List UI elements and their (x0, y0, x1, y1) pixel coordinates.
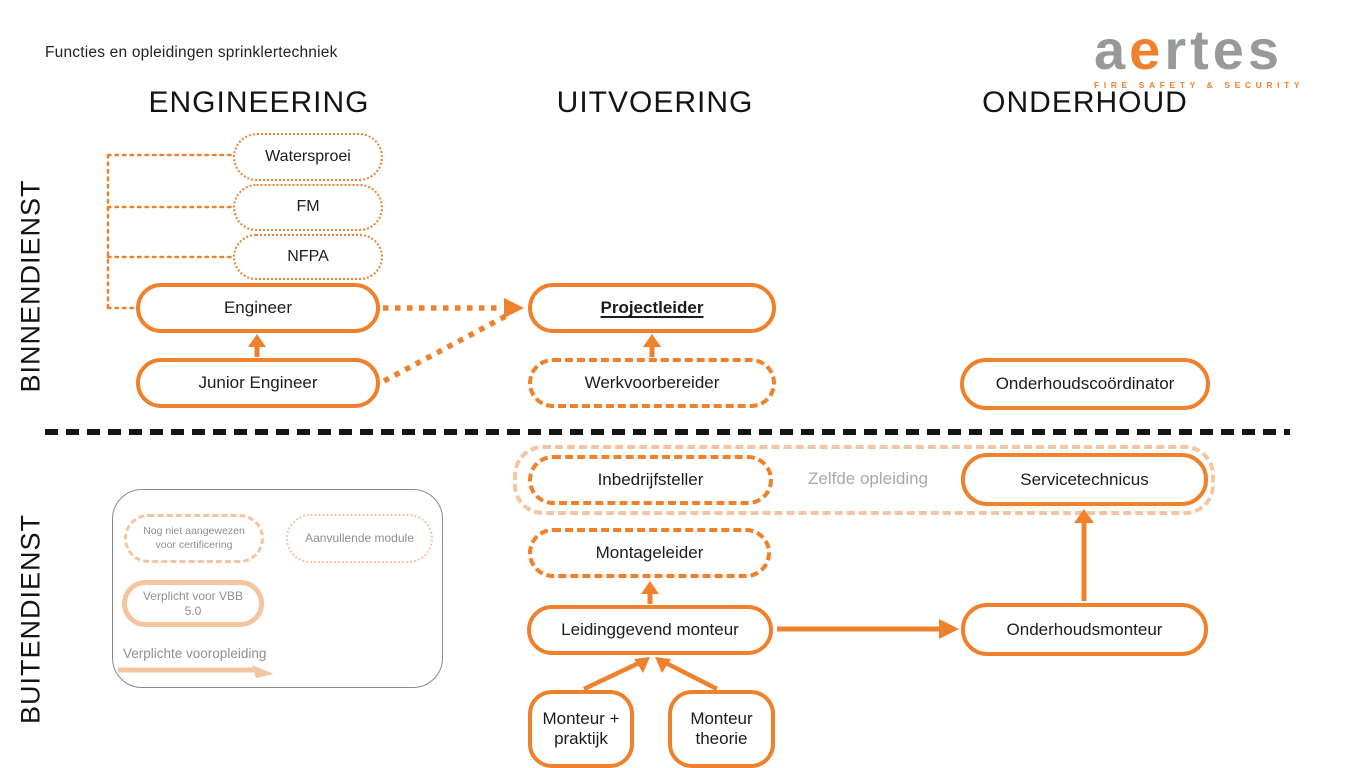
node-onderhoudsmonteur: Onderhoudsmonteur (961, 603, 1208, 656)
logo-letters: rtes (1164, 18, 1284, 81)
logo-letter: a (1094, 18, 1130, 81)
legend-box: Nog niet aangewezen voor certificering A… (112, 489, 443, 688)
arrow-leidinggevend-to-onderhoudsmonteur (777, 619, 959, 639)
module-bracket-dotted-lines (106, 153, 233, 310)
node-junior-engineer: Junior Engineer (136, 358, 380, 408)
node-nfpa: NFPA (233, 234, 383, 280)
legend-item-additional-module: Aanvullende module (286, 514, 433, 563)
arrow-junior-to-projectleider (382, 313, 508, 384)
arrow-engineer-to-projectleider (383, 298, 524, 318)
node-monteur-theorie: Monteur theorie (668, 690, 775, 768)
same-training-group-outline (513, 445, 1215, 515)
node-watersproei: Watersproei (233, 133, 383, 181)
page-title: Functies en opleidingen sprinklertechnie… (45, 44, 338, 61)
arrow-onderhoudsmonteur-to-servicetechnicus (1074, 509, 1094, 601)
logo-letter-accent: e (1129, 18, 1165, 81)
same-training-label: Zelfde opleiding (807, 469, 929, 488)
node-fm: FM (233, 184, 383, 231)
node-projectleider: Projectleider (528, 283, 776, 333)
node-monteur-praktijk: Monteur + praktijk (528, 690, 634, 768)
arrow-leidinggevend-to-montageleider (641, 581, 659, 604)
arrow-theorie-to-leidinggevend (655, 657, 719, 692)
arrow-junior-to-engineer (248, 334, 266, 357)
column-header-engineering: ENGINEERING (148, 86, 370, 119)
node-inbedrijfsteller: Inbedrijfsteller (528, 455, 773, 505)
section-divider-line (45, 429, 1290, 435)
arrow-werkvoorbereider-to-projectleider (643, 334, 661, 357)
aertes-logo: aertes FIRE SAFETY & SECURITY (1094, 22, 1332, 91)
legend-item-required-prior-education: Verplichte vooropleiding (123, 646, 267, 661)
node-onderhoudscoordinator: Onderhoudscoördinator (960, 358, 1210, 410)
node-werkvoorbereider: Werkvoorbereider (528, 358, 776, 408)
logo-wordmark: aertes (1094, 22, 1332, 78)
logo-tagline: FIRE SAFETY & SECURITY (1094, 80, 1305, 90)
legend-item-required-vbb: Verplicht voor VBB 5.0 (122, 580, 264, 627)
node-leidinggevend-monteur: Leidinggevend monteur (527, 605, 773, 655)
column-header-onderhoud: ONDERHOUD (982, 86, 1188, 119)
legend-item-not-yet-certified: Nog niet aangewezen voor certificering (124, 514, 264, 563)
legend-prior-education-arrow (118, 665, 274, 678)
node-engineer: Engineer (136, 283, 380, 333)
column-header-uitvoering: UITVOERING (556, 86, 754, 119)
node-montageleider: Montageleider (528, 528, 771, 578)
node-servicetechnicus: Servicetechnicus (961, 453, 1208, 506)
arrow-praktijk-to-leidinggevend (583, 657, 650, 692)
